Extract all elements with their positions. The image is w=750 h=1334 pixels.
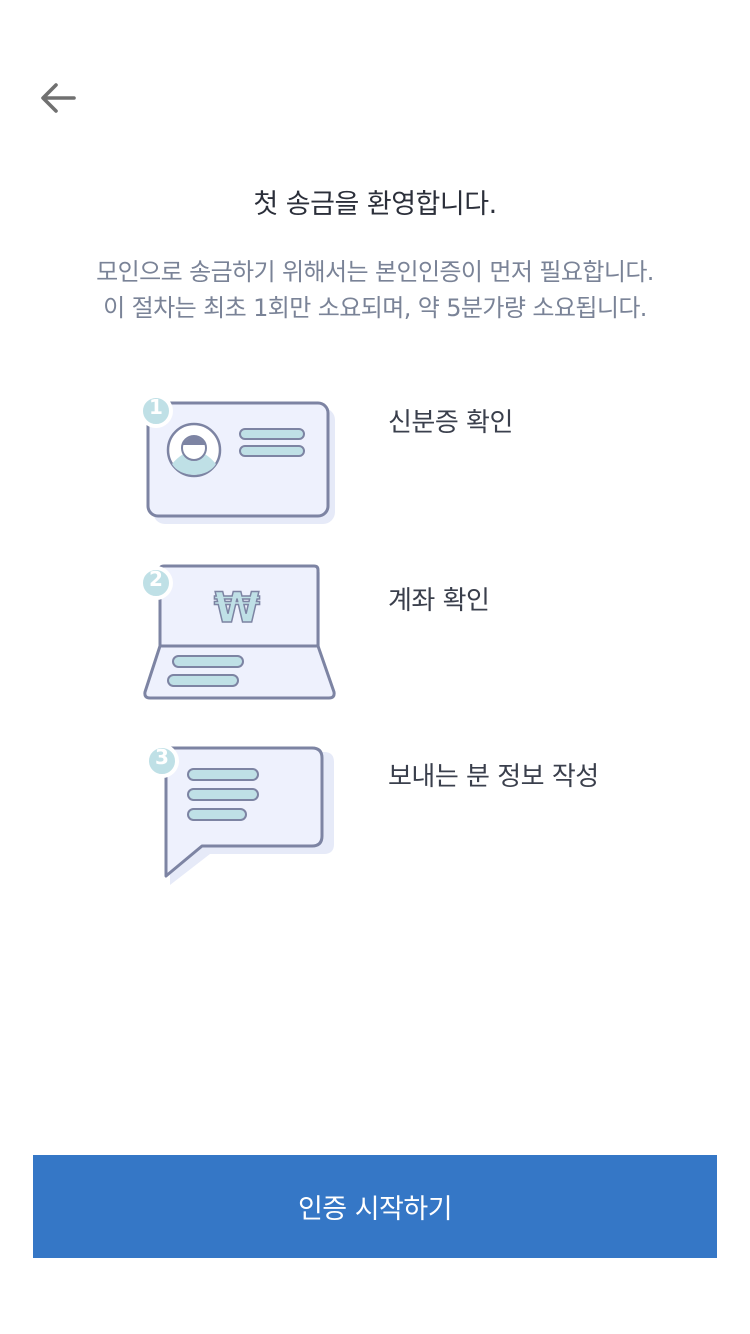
page-title: 첫 송금을 환영합니다.	[253, 189, 497, 220]
step-2-account-check: ₩ 2 계좌 확인	[130, 562, 650, 712]
step-number-badge: 2	[149, 567, 163, 591]
arrow-left-icon	[38, 78, 78, 122]
start-verification-button[interactable]: 인증 시작하기	[33, 1155, 717, 1258]
step-3-sender-info: 3 보내는 분 정보 작성	[130, 740, 650, 890]
back-button[interactable]	[30, 72, 86, 128]
step-1-id-check: 1 신분증 확인	[130, 390, 650, 540]
step-label: 보내는 분 정보 작성	[388, 762, 599, 792]
description-line-1: 모인으로 송금하기 위해서는 본인인증이 먼저 필요합니다.	[96, 258, 654, 286]
page-description: 모인으로 송금하기 위해서는 본인인증이 먼저 필요합니다. 이 절차는 최초 …	[20, 254, 730, 326]
step-number-badge: 3	[155, 745, 169, 769]
step-label: 계좌 확인	[388, 586, 490, 616]
svg-text:₩: ₩	[214, 583, 260, 632]
description-line-2: 이 절차는 최초 1회만 소요되며, 약 5분가량 소요됩니다.	[103, 294, 647, 322]
step-label: 신분증 확인	[388, 408, 513, 438]
step-number-badge: 1	[149, 395, 163, 419]
